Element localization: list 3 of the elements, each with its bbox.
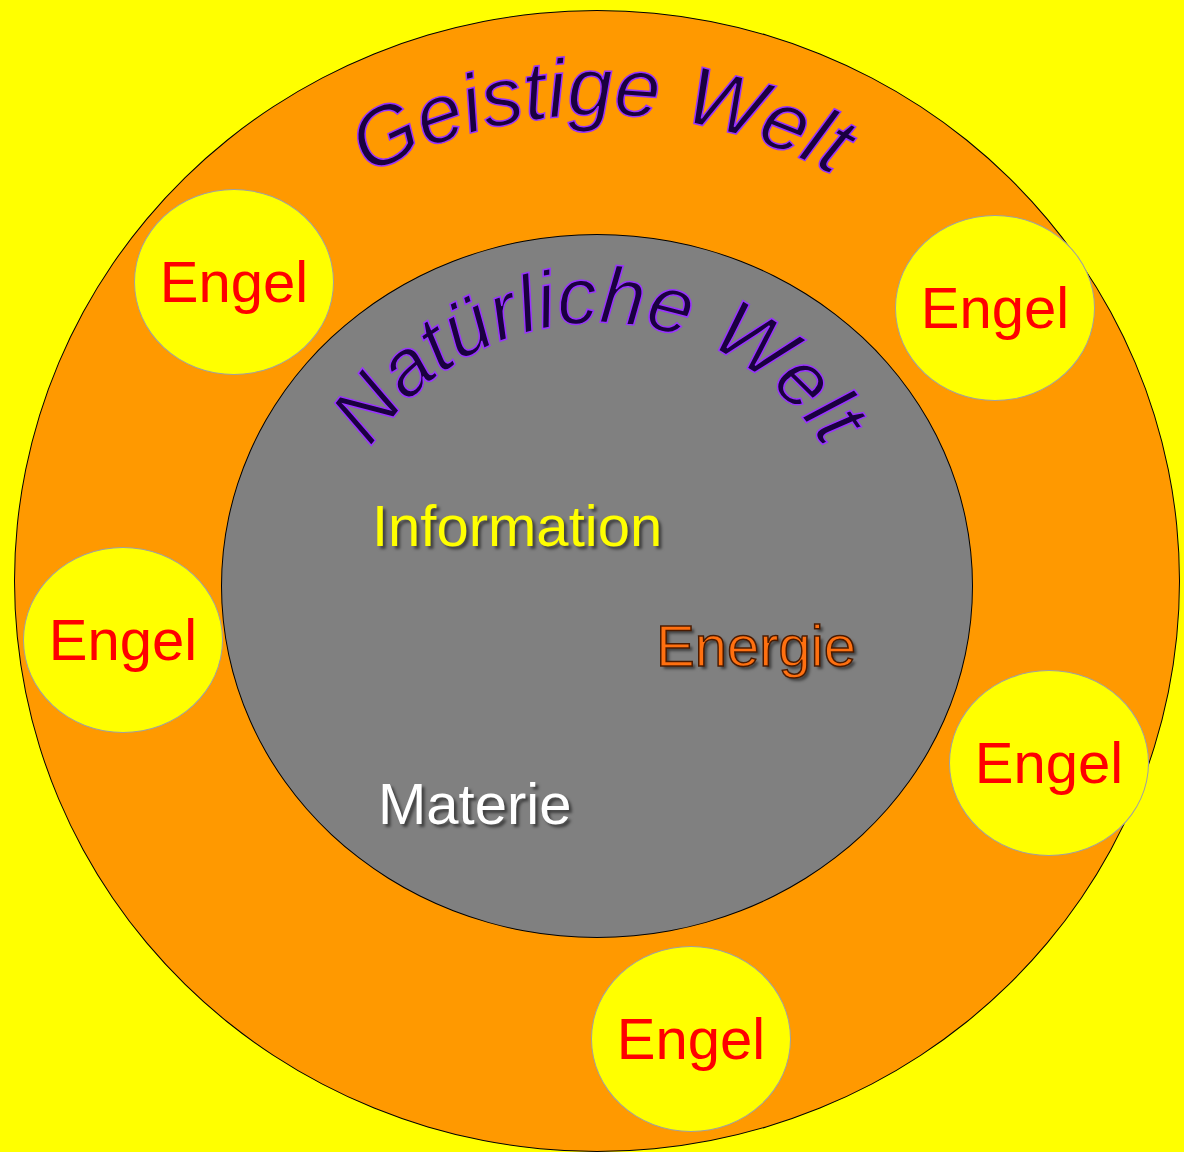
curved-title: Geistige Welt (336, 40, 869, 191)
word-label: Information (372, 497, 663, 555)
word-label: Materie (378, 775, 572, 833)
